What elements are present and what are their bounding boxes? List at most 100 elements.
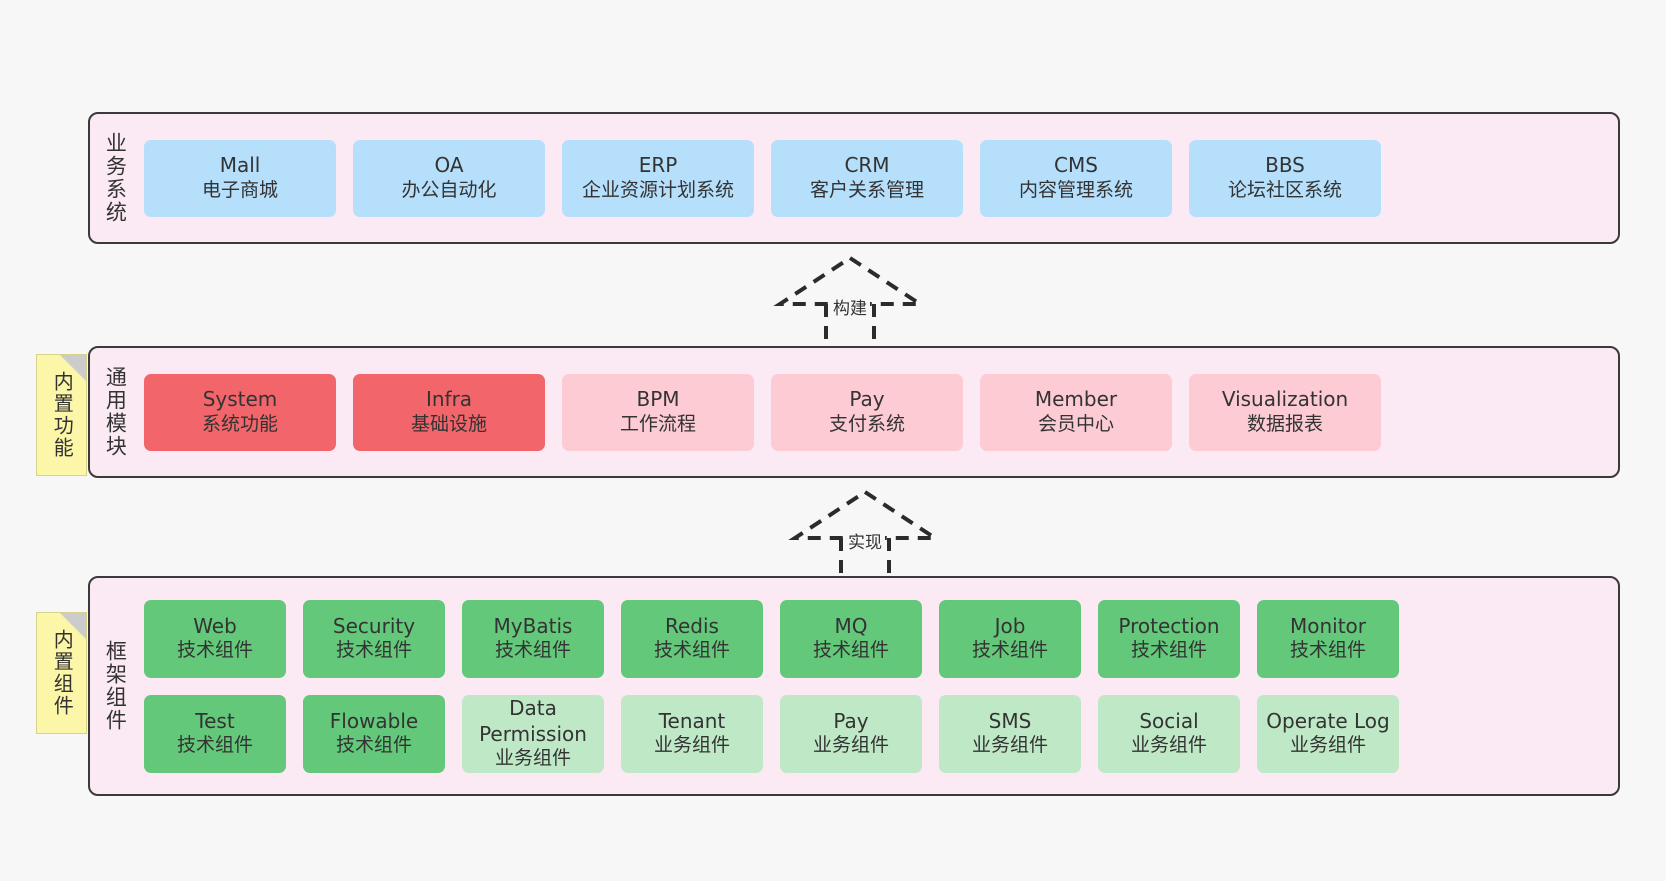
node-subtitle: 技术组件 bbox=[1289, 639, 1366, 662]
node-row: Test 技术组件 Flowable 技术组件 Data Permission … bbox=[144, 694, 1604, 773]
node-subtitle: 业务组件 bbox=[653, 734, 730, 757]
note-label: 内置功能 bbox=[50, 371, 75, 459]
node-bbs[interactable]: BBS 论坛社区系统 bbox=[1189, 139, 1381, 217]
node-title: Data Permission bbox=[479, 696, 587, 746]
node-web[interactable]: Web 技术组件 bbox=[144, 599, 286, 678]
node-subtitle: 办公自动化 bbox=[401, 178, 497, 201]
layer-common-module: 通用模块 System 系统功能 Infra 基础设施 BPM 工作流程 Pay… bbox=[88, 346, 1620, 478]
node-title: Web bbox=[193, 613, 237, 638]
connector-label-implement: 实现 bbox=[845, 528, 885, 553]
node-row: System 系统功能 Infra 基础设施 BPM 工作流程 Pay 支付系统… bbox=[144, 373, 1604, 451]
node-erp[interactable]: ERP 企业资源计划系统 bbox=[562, 139, 754, 217]
node-subtitle: 支付系统 bbox=[828, 412, 905, 435]
layer-body-business-system: Mall 电子商城 OA 办公自动化 ERP 企业资源计划系统 CRM 客户关系… bbox=[140, 114, 1618, 242]
node-data-permission[interactable]: Data Permission 业务组件 bbox=[462, 694, 604, 773]
node-title: Security bbox=[332, 613, 416, 638]
node-subtitle: 技术组件 bbox=[176, 639, 253, 662]
node-subtitle: 电子商城 bbox=[201, 178, 278, 201]
node-title: BPM bbox=[636, 387, 680, 412]
node-title: Tenant bbox=[658, 708, 726, 733]
connector-build: 构建 bbox=[760, 255, 940, 350]
node-system[interactable]: System 系统功能 bbox=[144, 373, 336, 451]
layer-body-common-module: System 系统功能 Infra 基础设施 BPM 工作流程 Pay 支付系统… bbox=[140, 348, 1618, 476]
node-title: System bbox=[202, 387, 278, 412]
node-subtitle: 内容管理系统 bbox=[1018, 178, 1133, 201]
node-title: BBS bbox=[1265, 153, 1305, 178]
node-subtitle: 技术组件 bbox=[335, 639, 412, 662]
node-crm[interactable]: CRM 客户关系管理 bbox=[771, 139, 963, 217]
node-mybatis[interactable]: MyBatis 技术组件 bbox=[462, 599, 604, 678]
node-job[interactable]: Job 技术组件 bbox=[939, 599, 1081, 678]
note-builtin-component: 内置组件 bbox=[36, 612, 87, 734]
node-subtitle: 业务组件 bbox=[1130, 734, 1207, 757]
layer-title-common-module: 通用模块 bbox=[103, 366, 128, 458]
node-social[interactable]: Social 业务组件 bbox=[1098, 694, 1240, 773]
node-title: Redis bbox=[665, 613, 719, 638]
node-security[interactable]: Security 技术组件 bbox=[303, 599, 445, 678]
node-member[interactable]: Member 会员中心 bbox=[980, 373, 1172, 451]
node-subtitle: 会员中心 bbox=[1037, 412, 1114, 435]
node-operate-log[interactable]: Operate Log 业务组件 bbox=[1257, 694, 1399, 773]
node-row: Web 技术组件 Security 技术组件 MyBatis 技术组件 Redi… bbox=[144, 599, 1604, 678]
node-protection[interactable]: Protection 技术组件 bbox=[1098, 599, 1240, 678]
folded-corner-icon bbox=[60, 355, 86, 381]
layer-business-system: 业务系统 Mall 电子商城 OA 办公自动化 ERP 企业资源计划系统 CRM… bbox=[88, 112, 1620, 244]
node-title: MQ bbox=[834, 613, 868, 638]
node-title: Job bbox=[994, 613, 1026, 638]
node-cms[interactable]: CMS 内容管理系统 bbox=[980, 139, 1172, 217]
node-title: Protection bbox=[1118, 613, 1220, 638]
node-subtitle: 业务组件 bbox=[812, 734, 889, 757]
node-subtitle: 工作流程 bbox=[619, 412, 696, 435]
node-pay[interactable]: Pay 支付系统 bbox=[771, 373, 963, 451]
node-title: Social bbox=[1139, 708, 1199, 733]
node-title: Pay bbox=[833, 708, 869, 733]
node-oa[interactable]: OA 办公自动化 bbox=[353, 139, 545, 217]
connector-label-build: 构建 bbox=[830, 294, 870, 319]
node-subtitle: 论坛社区系统 bbox=[1227, 178, 1342, 201]
node-title: MyBatis bbox=[493, 613, 573, 638]
node-subtitle: 技术组件 bbox=[494, 639, 571, 662]
node-tenant[interactable]: Tenant 业务组件 bbox=[621, 694, 763, 773]
node-title: Member bbox=[1034, 387, 1118, 412]
node-title: SMS bbox=[988, 708, 1032, 733]
node-title: Pay bbox=[849, 387, 885, 412]
note-builtin-function: 内置功能 bbox=[36, 354, 87, 476]
node-mall[interactable]: Mall 电子商城 bbox=[144, 139, 336, 217]
node-test[interactable]: Test 技术组件 bbox=[144, 694, 286, 773]
generalization-arrow-icon bbox=[788, 489, 942, 582]
layer-title-business-system: 业务系统 bbox=[103, 132, 128, 224]
node-row: Mall 电子商城 OA 办公自动化 ERP 企业资源计划系统 CRM 客户关系… bbox=[144, 139, 1604, 217]
node-monitor[interactable]: Monitor 技术组件 bbox=[1257, 599, 1399, 678]
node-subtitle: 技术组件 bbox=[653, 639, 730, 662]
layer-title-framework-component: 框架组件 bbox=[103, 640, 128, 732]
node-mq[interactable]: MQ 技术组件 bbox=[780, 599, 922, 678]
node-subtitle: 技术组件 bbox=[176, 734, 253, 757]
node-subtitle: 基础设施 bbox=[410, 412, 487, 435]
node-subtitle: 技术组件 bbox=[335, 734, 412, 757]
connector-implement: 实现 bbox=[775, 489, 955, 584]
node-subtitle: 业务组件 bbox=[971, 734, 1048, 757]
node-title: Mall bbox=[219, 153, 261, 178]
layer-framework-component: 框架组件 Web 技术组件 Security 技术组件 MyBatis 技术组件… bbox=[88, 576, 1620, 796]
node-title: Test bbox=[195, 708, 235, 733]
node-title: CMS bbox=[1054, 153, 1098, 178]
node-pay-business[interactable]: Pay 业务组件 bbox=[780, 694, 922, 773]
node-title: Infra bbox=[425, 387, 473, 412]
folded-corner-icon bbox=[60, 613, 86, 639]
note-label: 内置组件 bbox=[50, 629, 75, 717]
node-subtitle: 数据报表 bbox=[1246, 412, 1323, 435]
generalization-arrow-icon bbox=[773, 255, 927, 348]
node-visualization[interactable]: Visualization 数据报表 bbox=[1189, 373, 1381, 451]
node-title: OA bbox=[434, 153, 464, 178]
node-subtitle: 业务组件 bbox=[494, 746, 571, 769]
node-redis[interactable]: Redis 技术组件 bbox=[621, 599, 763, 678]
node-flowable[interactable]: Flowable 技术组件 bbox=[303, 694, 445, 773]
node-subtitle: 技术组件 bbox=[812, 639, 889, 662]
node-sms[interactable]: SMS 业务组件 bbox=[939, 694, 1081, 773]
node-subtitle: 企业资源计划系统 bbox=[581, 178, 734, 201]
node-subtitle: 客户关系管理 bbox=[809, 178, 924, 201]
node-infra[interactable]: Infra 基础设施 bbox=[353, 373, 545, 451]
node-bpm[interactable]: BPM 工作流程 bbox=[562, 373, 754, 451]
node-subtitle: 系统功能 bbox=[201, 412, 278, 435]
